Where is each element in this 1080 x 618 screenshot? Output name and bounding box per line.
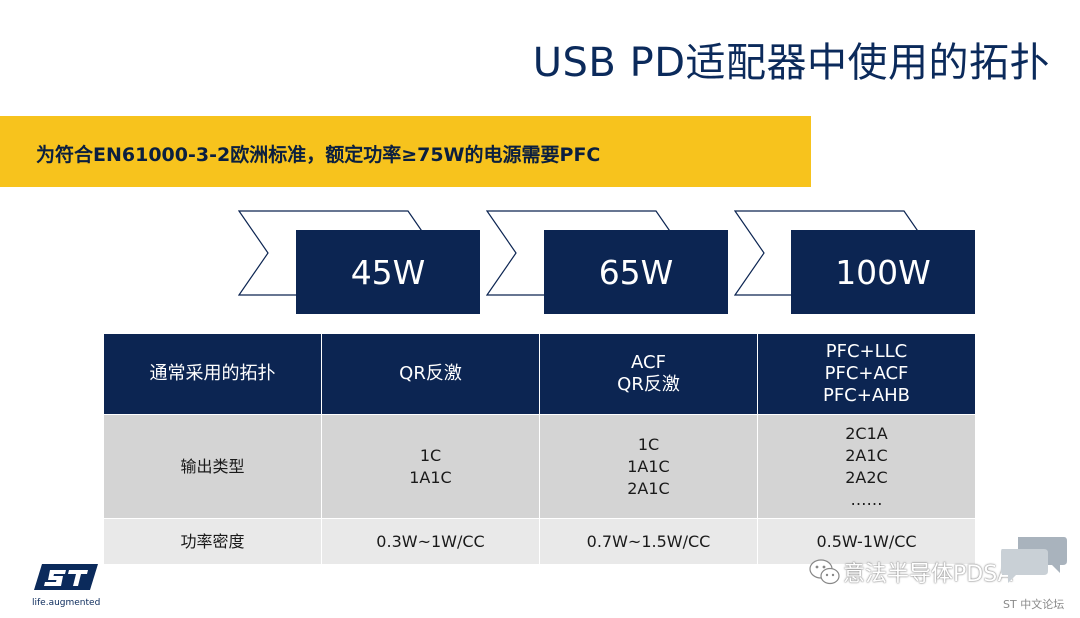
- cell-line: 2A2C: [845, 467, 888, 487]
- table-cell: 0.7W~1.5W/CC: [539, 518, 758, 565]
- row-label: 输出类型: [103, 414, 322, 519]
- logo-tagline: life.augmented: [32, 598, 101, 608]
- power-box-100w: 100W: [791, 230, 975, 314]
- table-row-output-type: 输出类型 1C 1A1C 1C 1A1C 2A1C 2C1A 2A1C 2A2C…: [103, 414, 976, 519]
- st-logo: [34, 564, 98, 590]
- table-cell: 1C 1A1C 2A1C: [539, 414, 758, 519]
- table-header-row: 通常采用的拓扑 QR反激 ACF QR反激 PFC+LLC PFC+ACF PF…: [103, 333, 976, 415]
- cell-line: QR反激: [399, 363, 462, 384]
- cell-line: PFC+ACF: [824, 363, 909, 384]
- table-cell: ACF QR反激: [539, 333, 758, 415]
- wechat-icon: [809, 559, 840, 585]
- cell-line: 0.5W-1W/CC: [816, 531, 917, 551]
- watermark-text: 意法半导体PDSA: [843, 562, 1013, 587]
- cell-line: ……: [850, 489, 883, 509]
- row-label: 通常采用的拓扑: [103, 333, 322, 415]
- cell-line: 2A1C: [627, 478, 670, 498]
- table-row-power-density: 功率密度 0.3W~1W/CC 0.7W~1.5W/CC 0.5W-1W/CC: [103, 518, 976, 565]
- table-cell: 0.5W-1W/CC: [757, 518, 976, 565]
- banner: [0, 116, 811, 187]
- table-cell: QR反激: [321, 333, 540, 415]
- power-box-65w: 65W: [544, 230, 728, 314]
- power-box-45w: 45W: [296, 230, 480, 314]
- forum-label: ST 中文论坛: [1003, 598, 1065, 611]
- cell-line: ACF: [631, 352, 666, 373]
- cell-line: PFC+LLC: [825, 341, 908, 362]
- topology-table: 通常采用的拓扑 QR反激 ACF QR反激 PFC+LLC PFC+ACF PF…: [103, 333, 976, 565]
- cell-line: 2A1C: [845, 445, 888, 465]
- cell-line: QR反激: [617, 374, 680, 395]
- cell-line: 0.7W~1.5W/CC: [586, 531, 711, 551]
- cell-line: 1C: [419, 445, 442, 465]
- row-label: 功率密度: [103, 518, 322, 565]
- table-cell: 1C 1A1C: [321, 414, 540, 519]
- banner-text: 为符合EN61000-3-2欧洲标准，额定功率≥75W的电源需要PFC: [36, 144, 601, 166]
- cell-line: 1A1C: [409, 467, 452, 487]
- table-cell: 2C1A 2A1C 2A2C ……: [757, 414, 976, 519]
- cell-line: PFC+AHB: [822, 385, 911, 406]
- table-cell: PFC+LLC PFC+ACF PFC+AHB: [757, 333, 976, 415]
- cell-line: 1A1C: [627, 456, 670, 476]
- cell-line: 0.3W~1W/CC: [376, 531, 485, 551]
- slide-title: USB PD适配器中使用的拓扑: [532, 40, 1050, 86]
- cell-line: 1C: [637, 434, 660, 454]
- table-cell: 0.3W~1W/CC: [321, 518, 540, 565]
- forum-bubble-icon: [1001, 537, 1067, 583]
- cell-line: 2C1A: [845, 423, 888, 443]
